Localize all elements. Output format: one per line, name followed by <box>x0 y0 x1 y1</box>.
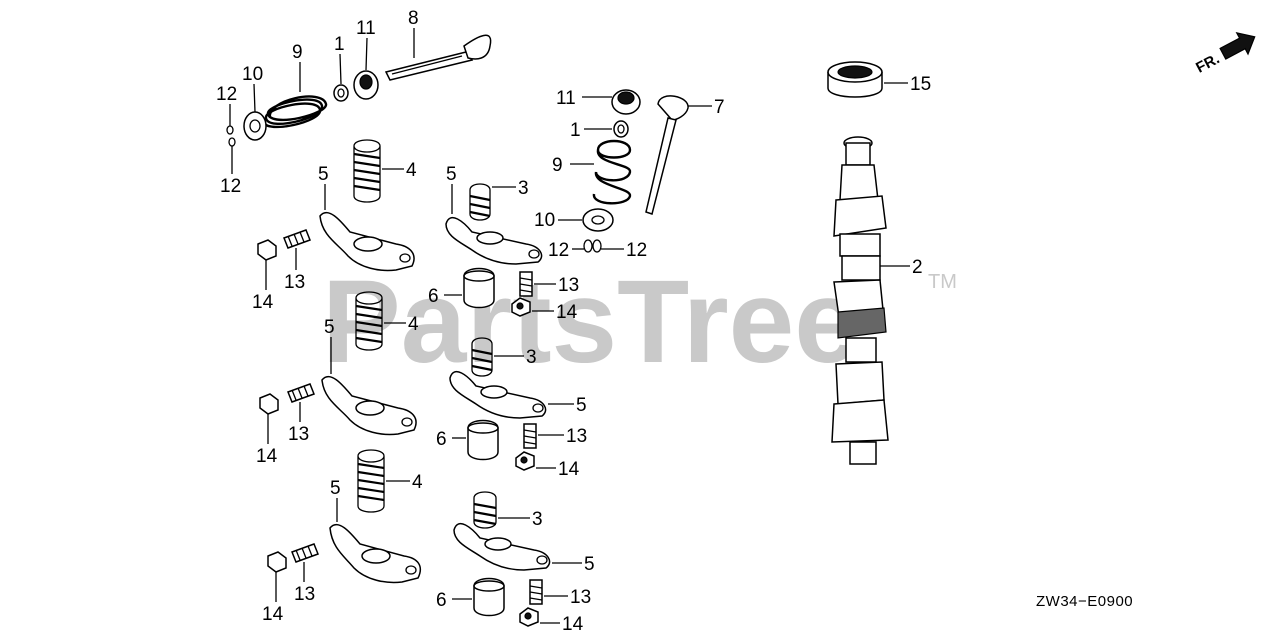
callout-10: 10 <box>242 64 263 85</box>
camshaft <box>831 136 889 465</box>
callout-4: 4 <box>408 314 419 335</box>
callout-5: 5 <box>576 395 587 416</box>
callout-1: 1 <box>334 34 345 55</box>
callout-9: 9 <box>552 155 563 176</box>
lock-nut-row1-right <box>511 297 531 317</box>
callout-4: 4 <box>412 472 423 493</box>
lock-nut-row3-left <box>267 551 287 573</box>
callout-1: 1 <box>570 120 581 141</box>
front-arrow-icon <box>1219 31 1256 60</box>
callout-4: 4 <box>406 160 417 181</box>
rocker-shaft-collar-row2 <box>467 419 499 461</box>
callout-14: 14 <box>252 292 274 313</box>
callout-13: 13 <box>294 584 315 605</box>
callout-11: 11 <box>556 88 576 109</box>
valve-seal-upper <box>333 84 349 102</box>
callout-12: 12 <box>548 240 569 261</box>
callout-6: 6 <box>436 429 447 450</box>
rocker-spring-row3-left <box>357 449 385 513</box>
callout-5: 5 <box>584 554 595 575</box>
rocker-shaft-collar-row3 <box>473 577 505 617</box>
callout-14: 14 <box>262 604 284 625</box>
watermark-trademark: TM <box>928 271 957 293</box>
valve-center <box>645 95 689 215</box>
callout-5: 5 <box>446 164 457 185</box>
adjusting-screw-row1-right <box>519 271 533 297</box>
callout-3: 3 <box>526 347 537 368</box>
adjusting-screw-row1-left <box>283 229 311 249</box>
valve-seal-center <box>613 120 629 138</box>
oil-seal <box>827 61 883 98</box>
lock-nut-row2-right <box>515 451 535 471</box>
callout-15: 15 <box>910 74 931 95</box>
callout-3: 3 <box>532 509 543 530</box>
rocker-spring-row1-right <box>469 183 491 221</box>
rocker-spring-row2-right <box>471 337 493 377</box>
adjusting-screw-row3-left <box>291 543 319 563</box>
lock-nut-row3-right <box>519 607 539 627</box>
callout-10: 10 <box>534 210 555 231</box>
callout-13: 13 <box>288 424 309 445</box>
valve-spring-upper <box>262 95 328 129</box>
watermark-text: PartsTree <box>322 256 860 388</box>
lock-nut-row2-left <box>259 393 279 415</box>
callout-11: 11 <box>356 18 376 39</box>
callout-6: 6 <box>428 286 439 307</box>
callout-2: 2 <box>912 257 923 278</box>
callout-13: 13 <box>570 587 591 608</box>
callout-12: 12 <box>626 240 647 261</box>
adjusting-screw-row2-left <box>287 383 315 403</box>
valve-cotter-center <box>611 89 641 115</box>
adjusting-screw-row2-right <box>523 423 537 449</box>
callout-12: 12 <box>216 84 237 105</box>
rocker-arm-row1-left <box>319 211 415 272</box>
lock-nut-row1-left <box>257 239 277 261</box>
valve-keeper-upper <box>226 125 236 147</box>
front-direction-indicator: FR. <box>1193 31 1256 77</box>
spring-seat-upper <box>243 111 267 141</box>
rocker-spring-row1-left <box>353 139 381 203</box>
valve-upper-left <box>384 34 492 81</box>
front-label: FR. <box>1193 50 1222 76</box>
spring-seat-center <box>582 208 614 232</box>
rocker-arm-row2-left <box>321 375 417 436</box>
callout-3: 3 <box>518 178 529 199</box>
callout-6: 6 <box>436 590 447 611</box>
adjusting-screw-row3-right <box>529 579 543 605</box>
rocker-arm-row1-right <box>445 216 543 265</box>
diagram-code: ZW34−E0900 <box>1036 593 1133 610</box>
callout-5: 5 <box>330 478 341 499</box>
valve-spring-center <box>592 139 632 205</box>
rocker-arm-row3-left <box>329 523 422 584</box>
rocker-shaft-collar-row1 <box>463 267 495 309</box>
callout-5: 5 <box>318 164 329 185</box>
callout-14: 14 <box>558 459 580 480</box>
callout-14: 14 <box>256 446 278 467</box>
callout-14: 14 <box>562 614 584 635</box>
callout-13: 13 <box>566 426 587 447</box>
callout-13: 13 <box>284 272 305 293</box>
callout-9: 9 <box>292 42 303 63</box>
callout-5: 5 <box>324 317 335 338</box>
callout-7: 7 <box>714 97 725 118</box>
valve-cotter-upper <box>353 70 379 100</box>
rocker-arm-row3-right <box>453 522 551 571</box>
rocker-arm-row2-right <box>449 370 547 419</box>
callout-14: 14 <box>556 302 578 323</box>
callout-13: 13 <box>558 275 579 296</box>
rocker-spring-row2-left <box>355 291 383 351</box>
callout-8: 8 <box>408 8 419 29</box>
valve-keeper-center <box>583 239 602 253</box>
callout-12: 12 <box>220 176 241 197</box>
rocker-spring-row3-right <box>473 491 497 529</box>
